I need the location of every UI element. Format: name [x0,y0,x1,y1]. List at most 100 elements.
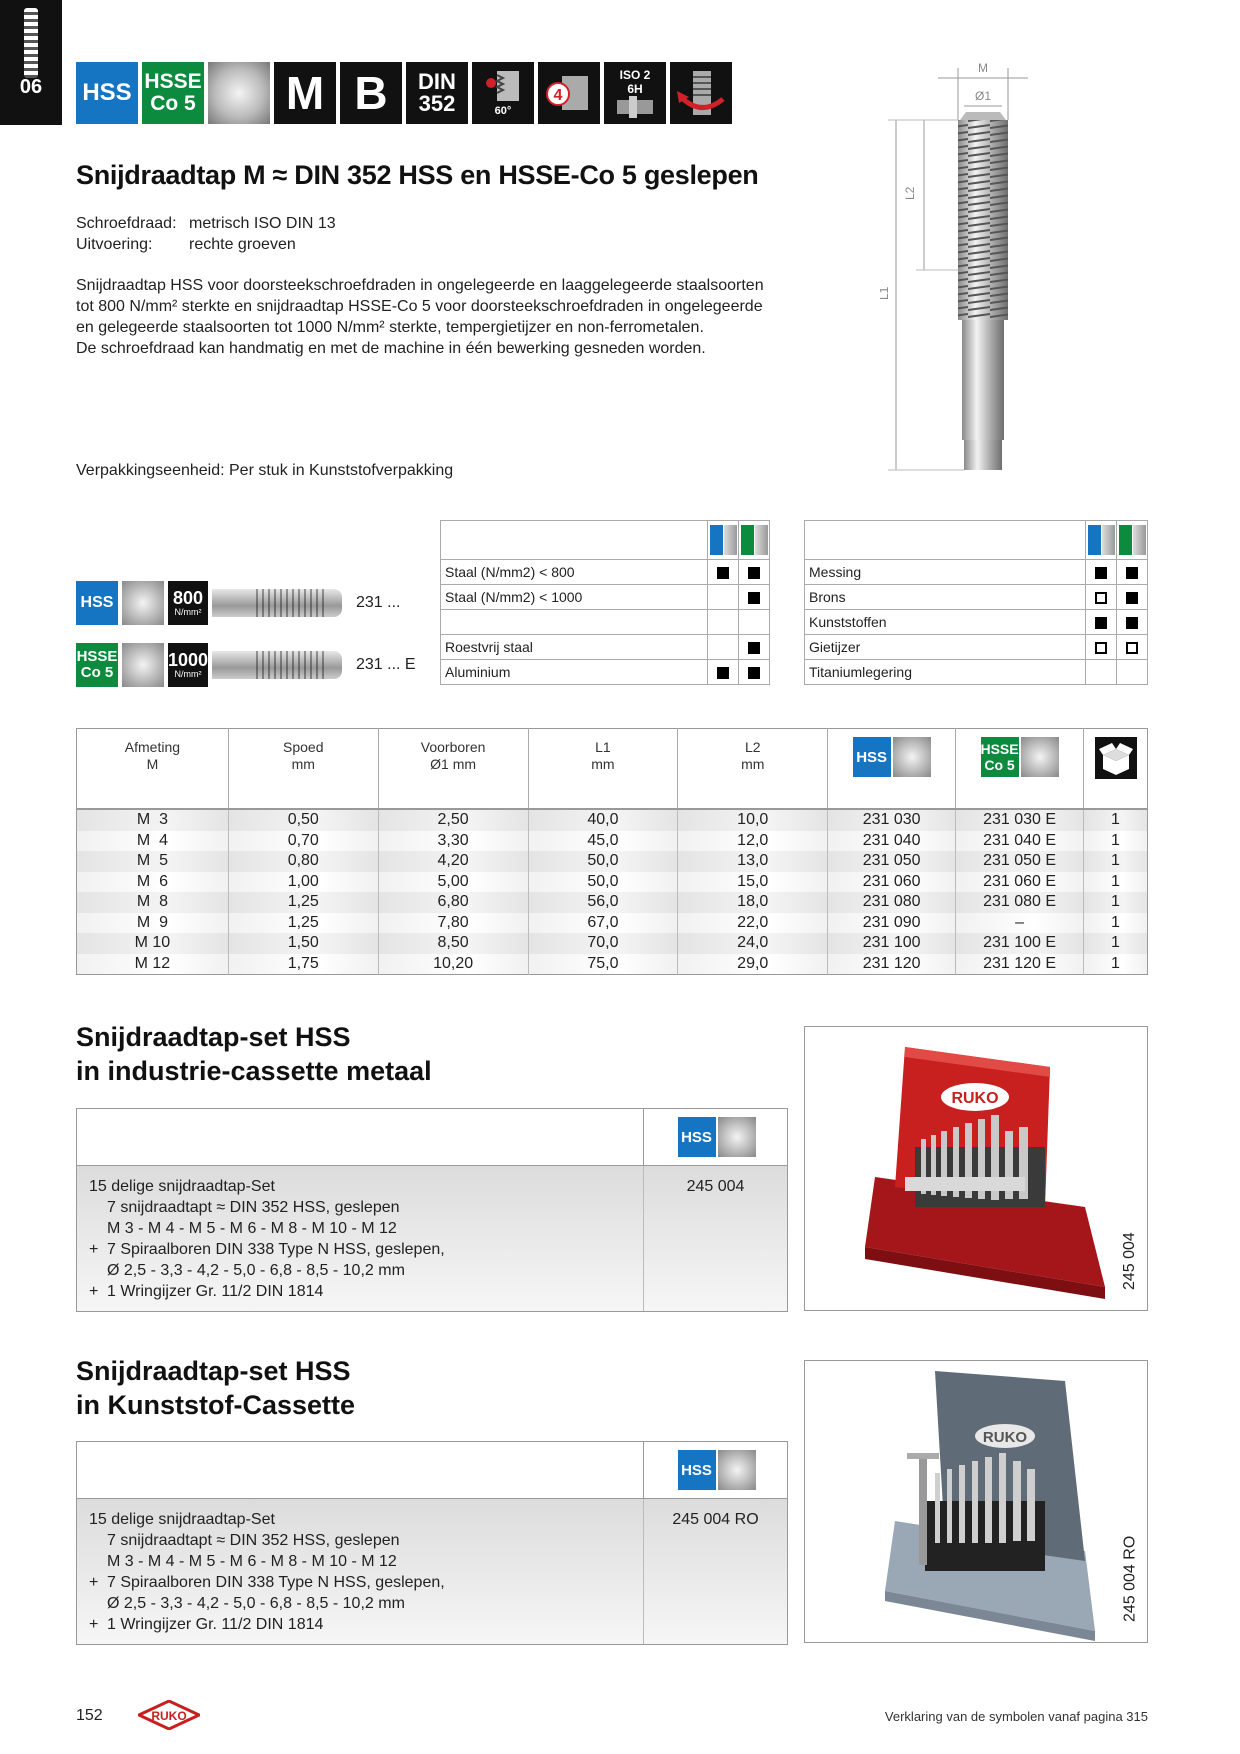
material-row: Staal (N/mm2) < 800 [440,559,770,585]
cell-hss-article: 231 040 [827,830,957,851]
cell-size: M 10 [76,933,229,954]
cell-hss-article: 231 030 [827,809,957,831]
suitable-marker [1126,567,1138,580]
suitability-hss [707,559,739,585]
plus-sign: + [89,1241,99,1258]
tap-icon [24,8,38,78]
col-header-unit: mm [291,756,315,772]
set1-header-row: HSS [77,1109,787,1166]
ground-finish-icon [208,62,270,124]
material-row: Staal (N/mm2) < 1000 [440,584,770,610]
material-name: Gietijzer [804,634,1086,660]
cell-predrill: 8,50 [378,933,529,954]
suitable-marker [748,642,760,655]
square-shank-icon: 4 [546,76,588,110]
co5-label: Co 5 [984,757,1015,773]
material-name: Aluminium [440,659,708,685]
four-label: 4 [554,87,563,104]
material-name: Titaniumlegering [804,659,1086,685]
hsse-label: HSSE [144,70,202,93]
hss-label: HSS [681,1461,712,1479]
strength-value: 800 [172,588,204,608]
dim-l1-label: L1 [880,286,891,300]
suitability-hss [707,609,739,635]
set2-line: Ø 2,5 - 3,3 - 4,2 - 5,0 - 6,8 - 8,5 - 10… [107,1595,405,1612]
symbols-note: Verklaring van de symbolen vanaf pagina … [884,1709,1148,1724]
col-header-hss: HSS [827,728,957,809]
cell-package-qty: 1 [1083,871,1148,892]
suitability-hss [1085,634,1117,660]
hss-badge: HSS [852,737,891,777]
col-header-label: Spoed [283,739,324,755]
cell-predrill: 6,80 [378,892,529,913]
plus-sign: + [89,1283,99,1300]
strength-value: 1000 [167,650,209,670]
col-header-label: L2 [744,739,761,755]
angle-label: 60° [494,105,512,117]
suitability-hss [1085,609,1117,635]
col-header-unit: mm [591,756,615,772]
col-header-label: L1 [595,739,611,755]
steel-mini-icon [723,525,737,555]
tap-image [212,651,342,679]
material-name [440,609,708,635]
set2-article-number: 245 004 RO [672,1511,759,1528]
suitability-hsse [1116,659,1148,685]
cell-package-qty: 1 [1083,892,1148,913]
hss-badge: HSS [76,62,138,124]
cell-size: M 4 [76,830,229,851]
set2-photo-label: 245 004 RO [1121,1535,1138,1622]
tap-square-end [964,440,1002,470]
material-row: Messing [804,559,1148,585]
suitable-marker [748,667,760,680]
cell-hss-article: 231 080 [827,892,957,913]
materials-header [440,520,708,560]
ruko-logo: RUKO [138,1700,200,1730]
cell-hss-article: 231 100 [827,933,957,954]
set2-title-line: in Kunststof-Cassette [76,1390,356,1420]
ruko-logo-text: RUKO [151,1709,186,1723]
set2-line: 7 snijdraadtapt ≈ DIN 352 HSS, geslepen [107,1532,400,1549]
cell-predrill: 7,80 [378,912,529,933]
page-title: Snijdraadtap M ≈ DIN 352 HSS en HSSE-Co … [76,160,759,190]
ground-finish-icon [717,1117,756,1157]
set1-body: 245 004 15 delige snijdraadtap-Set 7 sni… [77,1166,787,1311]
ground-finish-icon [717,1450,756,1490]
suitable-marker [1126,592,1138,605]
variant-code: 231 ... [356,594,401,611]
suitability-hsse [1116,584,1148,610]
cell-pitch: 1,50 [228,933,379,954]
hss-label: HSS [856,748,888,766]
limited-marker [1126,642,1138,655]
symbol-bar: HSS HSSE Co 5 M B DIN 352 60° 4 ISO 2 6H [76,62,732,124]
hsse-label: HSSE [980,741,1019,757]
cell-predrill: 10,20 [378,953,529,975]
thread-profile-icon [486,71,519,101]
cell-hsse-article: 231 080 E [955,892,1084,913]
cell-hss-article: 231 050 [827,851,957,872]
limited-marker [1095,642,1107,655]
m-thread-badge: M [274,62,336,124]
material-row: Kunststoffen [804,609,1148,635]
set2-line: M 3 - M 4 - M 5 - M 6 - M 8 - M 10 - M 1… [107,1553,397,1570]
cell-size: M 6 [76,871,229,892]
col-header-unit: Ø1 mm [430,756,477,772]
cell-size: M 8 [76,892,229,913]
ground-finish-icon [1020,737,1059,777]
limited-marker [1095,592,1107,605]
cell-l2: 18,0 [677,892,829,913]
suitability-hsse [1116,609,1148,635]
tap-drawing: M Ø1 L1 L2 [880,61,1028,471]
cell-pitch: 0,70 [228,830,379,851]
